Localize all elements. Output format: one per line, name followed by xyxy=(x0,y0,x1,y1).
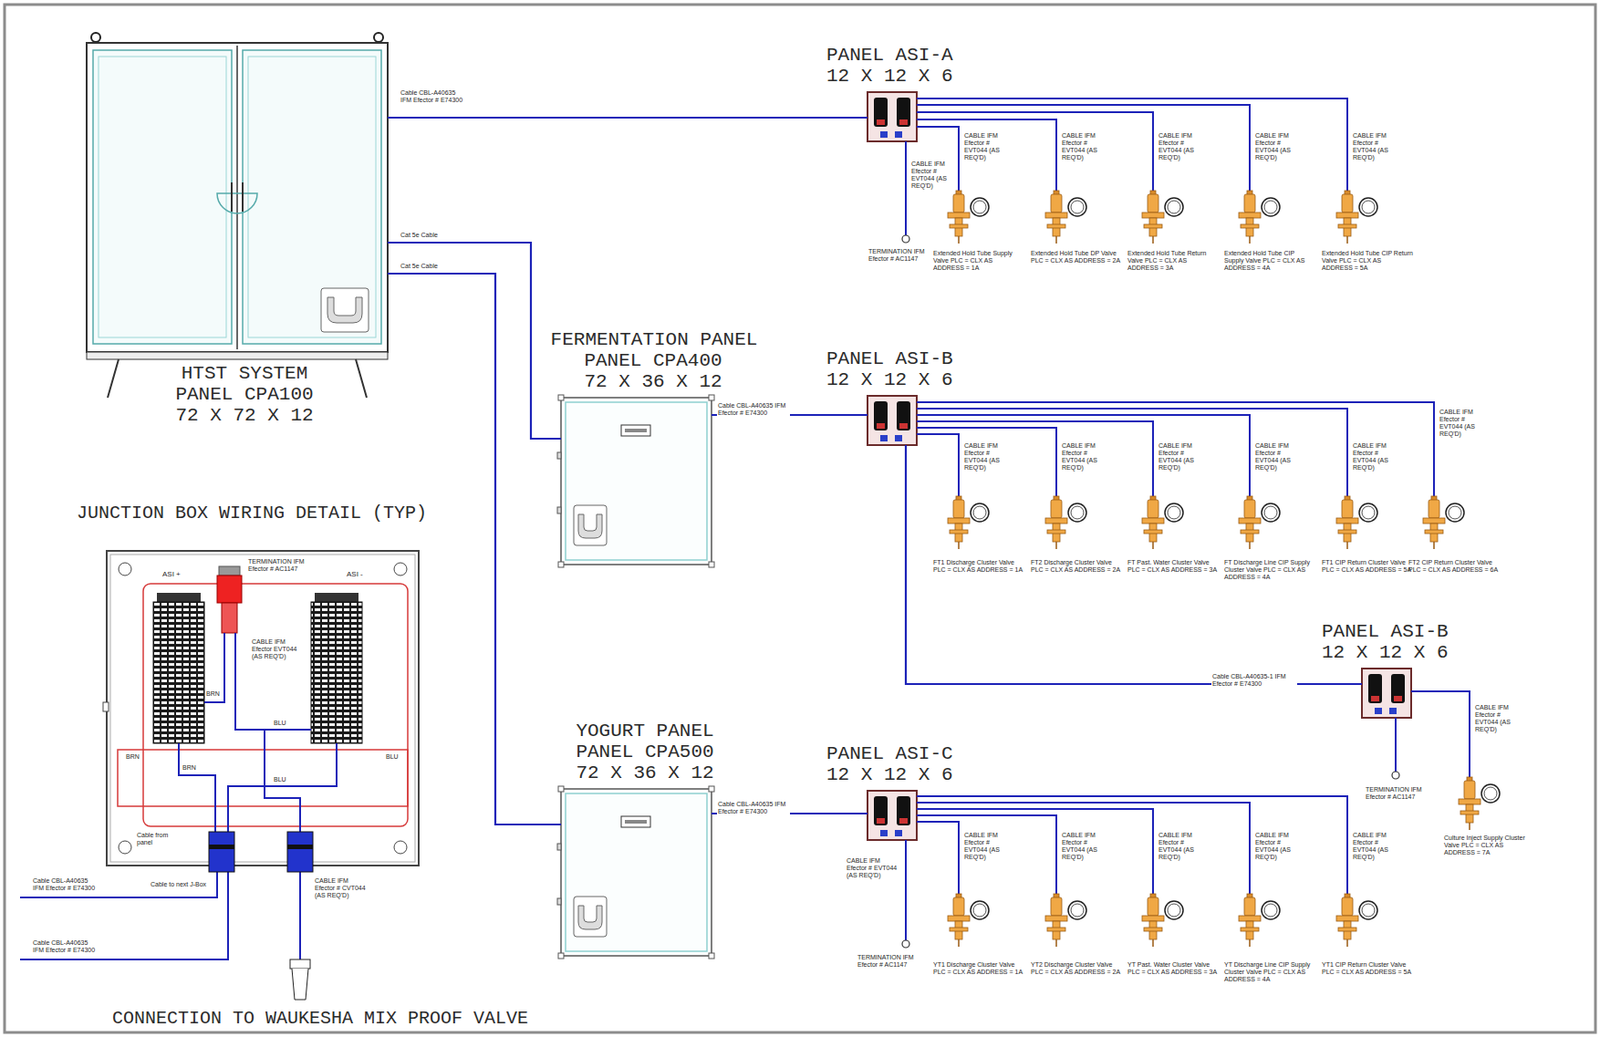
callout-text: Extended Hold Tube CIP Return Valve PLC … xyxy=(1321,249,1413,272)
termination-caps xyxy=(902,235,1400,948)
callout-text: CABLE IFM Efector # EVT044 (AS REQ'D) xyxy=(1255,132,1299,162)
panel-label: FERMENTATION PANEL xyxy=(535,329,773,351)
callout-text: BLU xyxy=(273,719,292,728)
callout-text: Cable from panel xyxy=(136,831,177,847)
callout-text: CABLE IFM Efector # EVT044 (AS REQ'D) xyxy=(964,132,1008,162)
cable-label: Cat 5e Cable xyxy=(399,262,466,271)
cable-label: Cable CBL-A40635 IFM Efector # E74300 xyxy=(716,402,790,417)
panel-label: PANEL CPA400 72 X 36 X 12 xyxy=(575,350,731,393)
cable-label: Cat 5e Cable xyxy=(399,231,466,239)
callout-text: YT1 CIP Return Cluster Valve PLC = CLX A… xyxy=(1321,961,1413,977)
callout-text: Extended Hold Tube CIP Supply Valve PLC … xyxy=(1224,249,1316,272)
callout-text: YT1 Discharge Cluster Valve PLC = CLX AS… xyxy=(933,961,1025,977)
valve-symbols xyxy=(947,190,1500,947)
htst-cabinet xyxy=(86,32,388,398)
cable-label: Cable CBL-A40635-1 IFM Efector # E74300 xyxy=(1211,673,1298,688)
callout-text: CABLE IFM Efector # EVT044 (AS REQ'D) xyxy=(1475,704,1519,734)
callout-text: Cable CBL-A40635 IFM Efector # E74300 xyxy=(32,877,99,893)
htst-panel: HTST SYSTEM PANEL CPA100 72 X 72 X 12 xyxy=(86,41,388,353)
callout-text: BRN xyxy=(206,690,225,698)
asi-box-icon xyxy=(867,92,917,142)
asi-box-icon xyxy=(867,395,917,446)
callout-text: CABLE IFM Efector # EVT044 (AS REQ'D) xyxy=(1255,442,1299,472)
yogurt-panel-enclosure xyxy=(557,786,715,959)
page-frame xyxy=(4,4,1596,1033)
panel-label: HTST SYSTEM PANEL CPA100 72 X 72 X 12 xyxy=(166,363,323,426)
callout-text: TERMINATION IFM Efector # AC1147 xyxy=(248,558,314,573)
callout-text: CABLE IFM Efector # EVT044 (AS REQ'D) xyxy=(964,442,1008,472)
fermentation-panel: FERMENTATION PANELPANEL CPA400 72 X 36 X… xyxy=(561,397,712,565)
callout-text: FT Past. Water Cluster Valve PLC = CLX A… xyxy=(1127,559,1219,574)
panel-label: PANEL ASI-B 12 X 12 X 6 xyxy=(826,348,964,391)
cable-label: Cable CBL-A40635 IFM Efector # E74300 xyxy=(399,89,468,104)
callout-text: CABLE IFM Efector # EVT044 (AS REQ'D) xyxy=(964,831,1008,862)
callout-text: TERMINATION IFM Efector # AC1147 xyxy=(1365,786,1434,801)
callout-text: TERMINATION IFM Efector # AC1147 xyxy=(857,954,924,969)
callout-text: BLU xyxy=(385,753,405,761)
asi-junction-box: PANEL ASI-C 12 X 12 X 6 xyxy=(867,790,917,841)
callout-text: CABLE IFM Efector # EVT044 (AS REQ'D) xyxy=(1352,831,1397,862)
cable-connector xyxy=(387,116,868,119)
callout-text: CABLE IFM Efector # EVT044 (AS REQ'D) xyxy=(846,857,898,880)
callout-text: ASI - xyxy=(346,570,375,579)
callout-text: FT1 CIP Return Cluster Valve PLC = CLX A… xyxy=(1321,559,1413,574)
callout-text: FT2 Discharge Cluster Valve PLC = CLX AS… xyxy=(1030,559,1123,574)
asi-junction-box: PANEL ASI-B 12 X 12 X 6 xyxy=(867,395,917,446)
cable-label: Cable CBL-A40635 IFM Efector # E74300 xyxy=(716,800,790,816)
detail-caption: CONNECTION TO WAUKESHA MIX PROOF VALVE xyxy=(112,1008,624,1029)
callout-text: CABLE IFM Efector # EVT044 (AS REQ'D) xyxy=(1061,132,1106,162)
callout-text: CABLE IFM Efector # EVT044 (AS REQ'D) xyxy=(1352,132,1397,162)
callout-text: CABLE IFM Efector # EVT044 (AS REQ'D) xyxy=(1158,132,1203,162)
asi-junction-box: PANEL ASI-B 12 X 12 X 6 xyxy=(1361,668,1412,718)
panel-label: YOGURT PANEL xyxy=(526,720,764,742)
callout-text: CABLE IFM Efector # EVT044 (AS REQ'D) xyxy=(1061,831,1106,862)
cable-connector xyxy=(387,242,562,439)
junction-box-detail-drawing xyxy=(20,550,419,1000)
asi-box-icon xyxy=(867,790,917,841)
valve-wires xyxy=(905,98,1470,941)
panel-label: PANEL ASI-C 12 X 12 X 6 xyxy=(826,743,964,786)
callout-text: FT2 CIP Return Cluster Valve PLC = CLX A… xyxy=(1408,559,1500,574)
asi-box-icon xyxy=(1361,668,1412,718)
fermentation-panel-enclosure xyxy=(557,394,715,568)
cable-connector xyxy=(905,445,1362,685)
panel-label: JUNCTION BOX WIRING DETAIL (TYP) xyxy=(76,503,469,524)
panel-label: PANEL CPA500 72 X 36 X 12 xyxy=(567,741,723,784)
callout-text: FT1 Discharge Cluster Valve PLC = CLX AS… xyxy=(933,559,1025,574)
callout-text: TERMINATION IFM Efector # AC1147 xyxy=(868,248,935,263)
callout-text: CABLE IFM Efector # EVT044 (AS REQ'D) xyxy=(1439,408,1484,438)
callout-text: Culture Inject Supply Cluster Valve PLC … xyxy=(1444,834,1531,857)
callout-text: BLU xyxy=(273,776,292,784)
callout-text: BRN xyxy=(125,753,145,761)
callout-text: CABLE IFM Efector # EVT044 (AS REQ'D) xyxy=(1158,831,1203,862)
callout-text: Cable to next J-Box xyxy=(150,881,215,889)
callout-text: Extended Hold Tube Supply Valve PLC = CL… xyxy=(933,249,1025,272)
callout-text: CABLE IFM Efector # EVT044 (AS REQ'D) xyxy=(1352,442,1397,472)
callout-text: CABLE IFM Efector # EVT044 (AS REQ'D) xyxy=(911,160,956,190)
callout-text: CABLE IFM Efector # CVT044 (AS REQ'D) xyxy=(314,877,366,900)
callout-text: CABLE IFM Efector EVT044 (AS REQ'D) xyxy=(251,638,307,661)
yogurt-panel: YOGURT PANELPANEL CPA500 72 X 36 X 12 xyxy=(561,789,712,955)
cable-connector xyxy=(387,273,562,825)
callout-text: YT Discharge Line CIP Supply Cluster Val… xyxy=(1224,961,1316,984)
callout-text: CABLE IFM Efector # EVT044 (AS REQ'D) xyxy=(1061,442,1106,472)
callout-text: FT Discharge Line CIP Supply Cluster Val… xyxy=(1224,559,1316,582)
junction-box-detail: JUNCTION BOX WIRING DETAIL (TYP) xyxy=(106,550,419,866)
callout-text: YT2 Discharge Cluster Valve PLC = CLX AS… xyxy=(1030,961,1123,977)
callout-text: ASI + xyxy=(162,570,190,579)
panel-label: PANEL ASI-B 12 X 12 X 6 xyxy=(1321,621,1459,664)
callout-text: CABLE IFM Efector # EVT044 (AS REQ'D) xyxy=(1158,442,1203,472)
callout-text: Extended Hold Tube Return Valve PLC = CL… xyxy=(1127,249,1219,272)
asi-junction-box: PANEL ASI-A 12 X 12 X 6 xyxy=(867,92,917,142)
callout-text: Extended Hold Tube DP Valve PLC = CLX AS… xyxy=(1030,249,1123,265)
callout-text: CABLE IFM Efector # EVT044 (AS REQ'D) xyxy=(1255,831,1299,862)
callout-text: Cable CBL-A40635 IFM Efector # E74300 xyxy=(32,939,99,955)
panel-label: PANEL ASI-A 12 X 12 X 6 xyxy=(826,44,964,87)
callout-text: BRN xyxy=(182,764,201,772)
callout-text: YT Past. Water Cluster Valve PLC = CLX A… xyxy=(1127,961,1219,977)
